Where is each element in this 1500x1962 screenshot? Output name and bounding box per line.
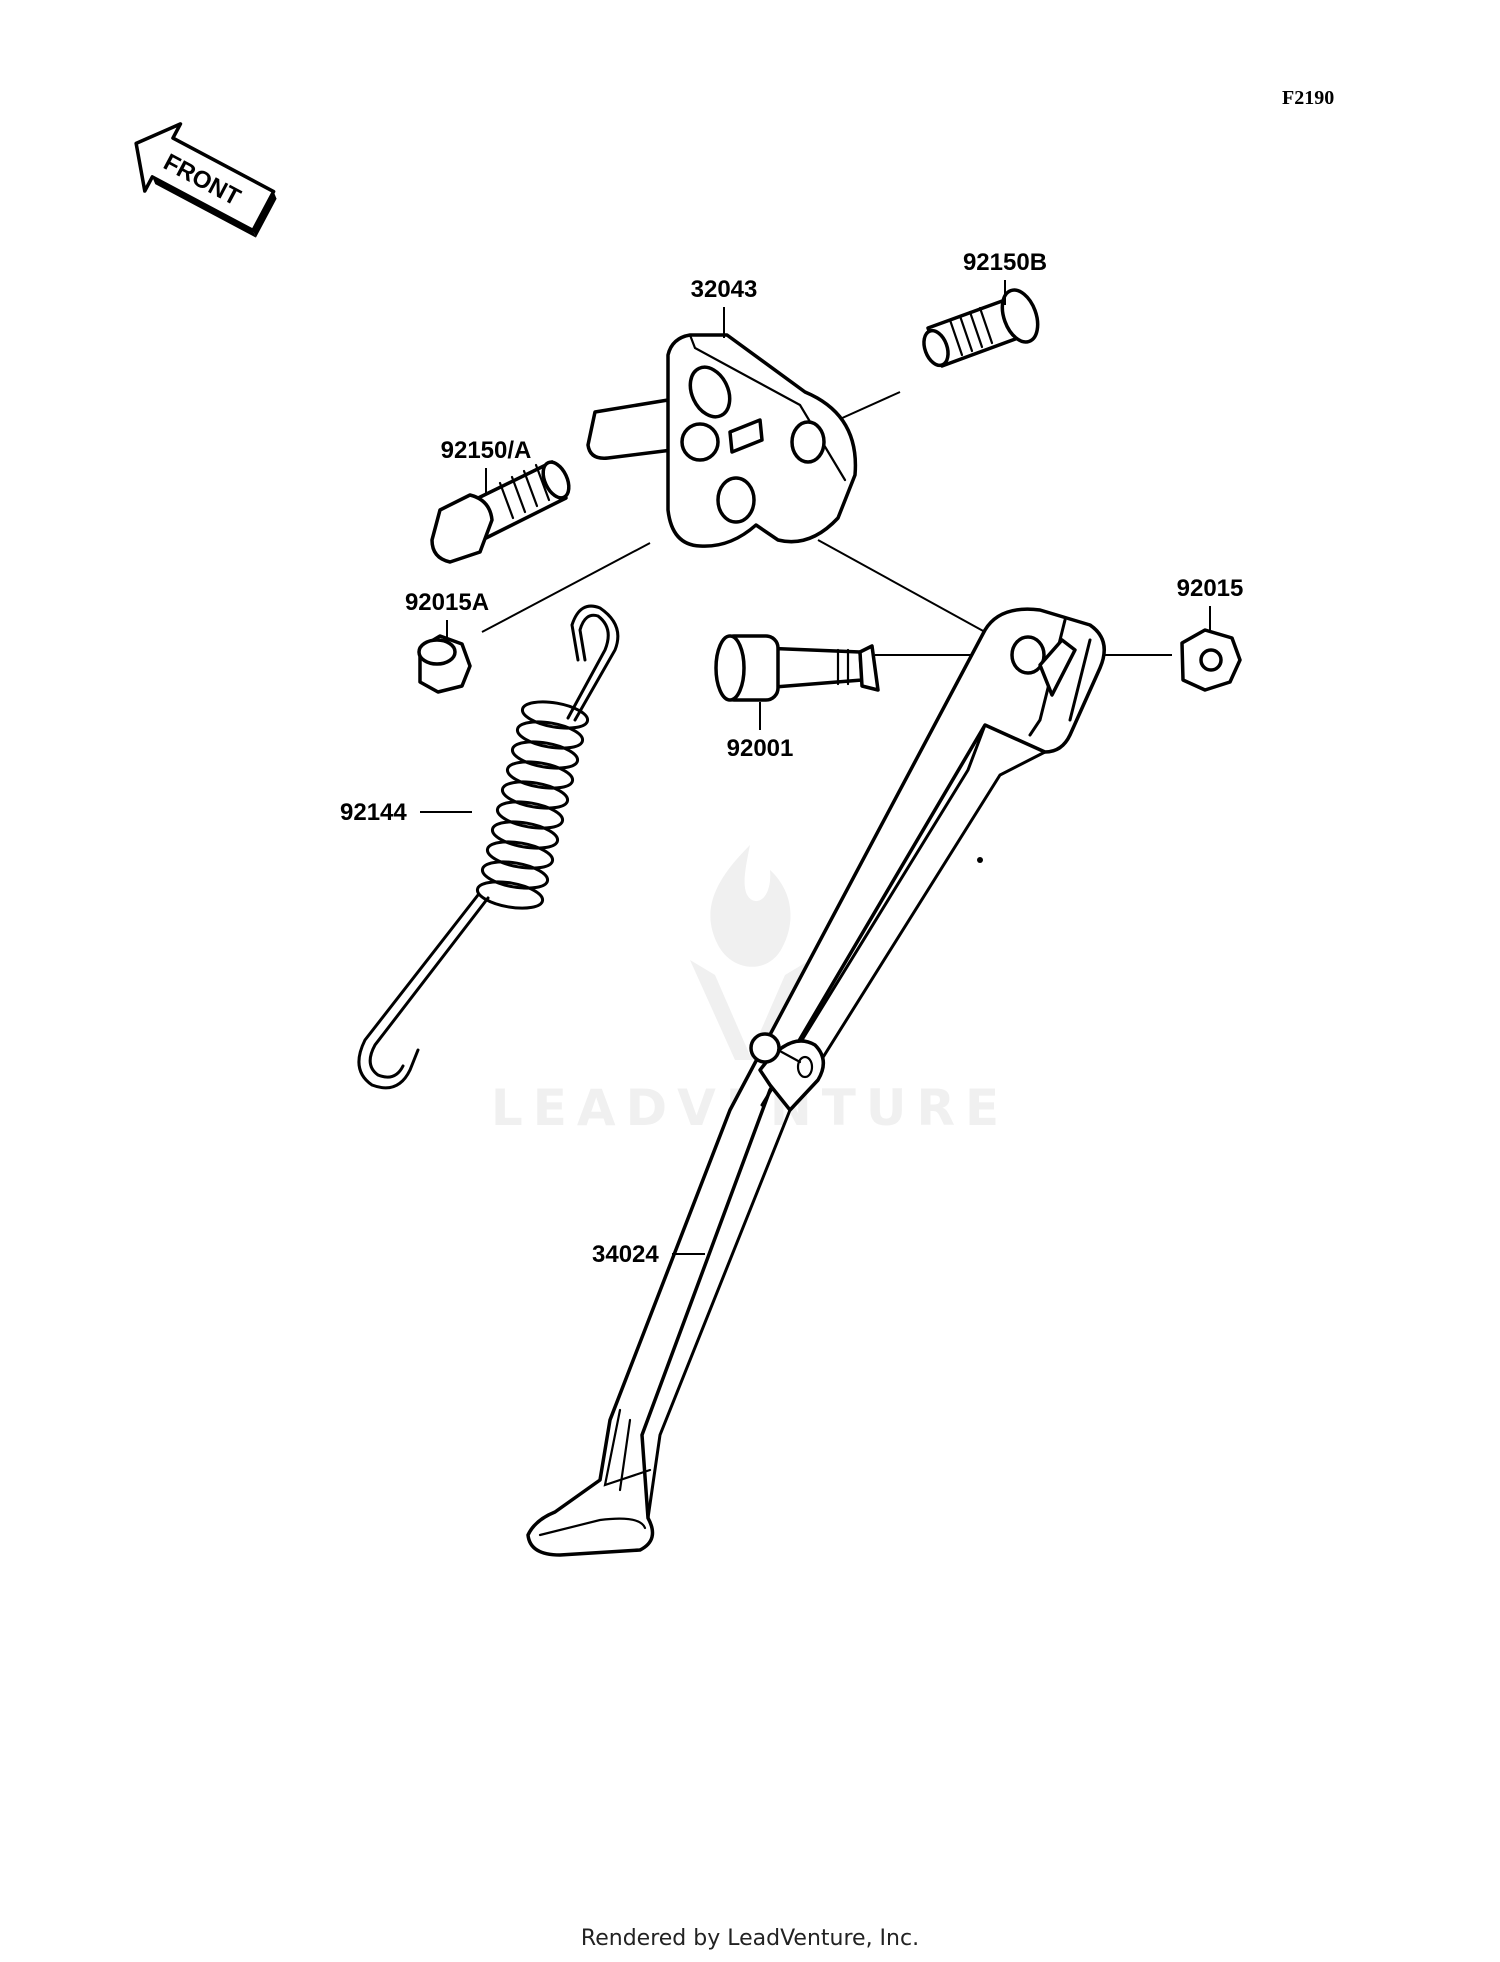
footer-credit: Rendered by LeadVenture, Inc. — [581, 1926, 919, 1951]
label-92015: 92015 — [1177, 575, 1244, 632]
label-92144: 92144 — [340, 799, 472, 826]
part-number-label: 34024 — [592, 1241, 659, 1268]
part-number-label: 92150B — [963, 249, 1047, 276]
pivot-bolt-92001-part[interactable] — [714, 634, 880, 702]
label-32043: 32043 — [691, 276, 758, 338]
part-number-label: 92150/A — [441, 437, 532, 464]
part-number-label: 92015 — [1177, 575, 1244, 602]
label-34024: 34024 — [592, 1241, 705, 1268]
bracket-part[interactable] — [586, 333, 858, 548]
label-92150b: 92150B — [963, 249, 1047, 305]
side-stand-34024-part[interactable] — [526, 607, 1106, 1557]
label-92015a: 92015A — [405, 589, 489, 638]
part-number-label: 32043 — [691, 276, 758, 303]
label-92001: 92001 — [727, 702, 794, 762]
bolt-92150b-part[interactable] — [920, 285, 1045, 369]
part-number-label: 92001 — [727, 735, 794, 762]
label-92150a: 92150/A — [441, 437, 532, 495]
bolt-92150a-part[interactable] — [430, 458, 574, 564]
figure-code: F2190 — [1282, 87, 1334, 109]
part-number-label: 92144 — [340, 799, 407, 826]
part-number-label: 92015A — [405, 589, 489, 616]
nut-92015a-part[interactable] — [417, 634, 472, 694]
nut-92015-part[interactable] — [1180, 628, 1242, 692]
spring-92144-part[interactable] — [357, 604, 620, 1090]
front-arrow-icon: FRONT — [134, 122, 277, 238]
